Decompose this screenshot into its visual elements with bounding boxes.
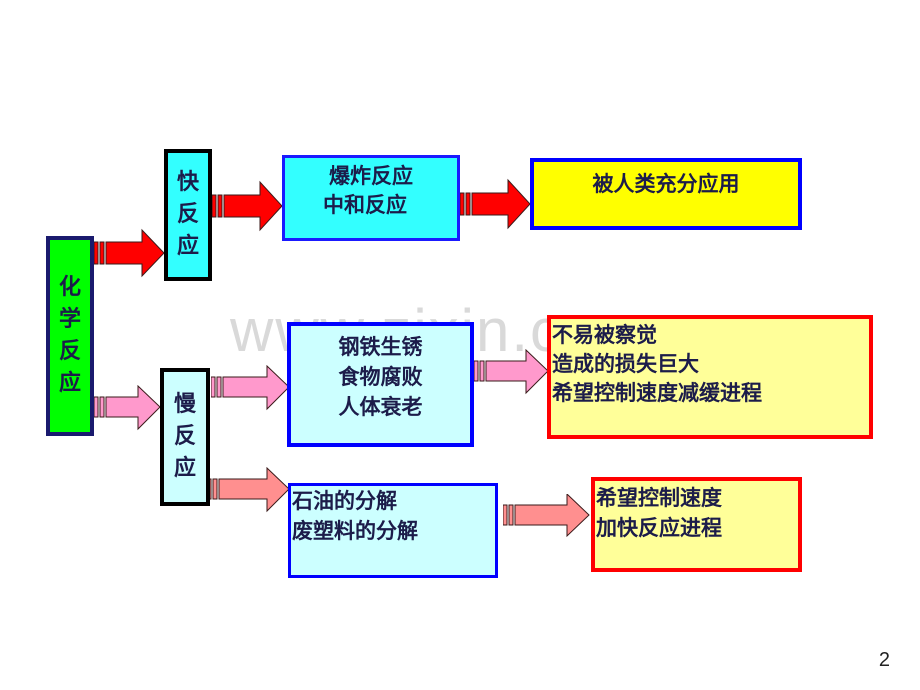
fast-example: 中和反应 bbox=[323, 193, 407, 217]
fast-char: 反 bbox=[176, 202, 199, 227]
arrow-root-to-slow bbox=[94, 385, 161, 431]
arrow-slow-to-examples-a bbox=[211, 365, 290, 411]
slow-outcome-a-text: 不易被察觉 bbox=[552, 323, 657, 347]
slow-char: 反 bbox=[173, 424, 196, 449]
slow-char: 慢 bbox=[173, 392, 196, 417]
root-char: 反 bbox=[58, 339, 81, 364]
slow-char: 应 bbox=[173, 456, 196, 481]
slow-outcome-b-text: 加快反应进程 bbox=[596, 516, 722, 540]
fast-outcome-text: 被人类充分应用 bbox=[592, 172, 740, 196]
fast-examples-box: 爆炸反应 中和反应 bbox=[282, 155, 460, 241]
slow-example-b: 废塑料的分解 bbox=[292, 519, 418, 543]
fast-example: 爆炸反应 bbox=[329, 164, 413, 188]
slow-example-a: 食物腐败 bbox=[338, 365, 423, 389]
root-char: 化 bbox=[58, 275, 81, 300]
slow-example-b: 石油的分解 bbox=[292, 489, 397, 513]
fast-char: 应 bbox=[176, 234, 199, 259]
page-number: 2 bbox=[878, 649, 890, 671]
slow-example-a: 人体衰老 bbox=[338, 395, 423, 419]
arrow-fast-examples-to-outcome bbox=[460, 178, 531, 230]
fast-char: 快 bbox=[176, 170, 199, 195]
root-node-chemical-reaction: 化 学 反 应 bbox=[46, 236, 94, 436]
slow-outcome-a-box: 不易被察觉 造成的损失巨大 希望控制速度减缓进程 bbox=[547, 315, 873, 439]
slow-example-a: 钢铁生锈 bbox=[338, 335, 423, 359]
arrow-root-to-fast bbox=[94, 228, 165, 278]
arrow-slow-to-examples-b bbox=[207, 467, 290, 513]
root-char: 学 bbox=[58, 307, 81, 332]
arrow-fast-to-examples bbox=[212, 180, 283, 232]
slow-examples-a-box: 钢铁生锈 食物腐败 人体衰老 bbox=[287, 322, 474, 447]
slow-reaction-node: 慢 反 应 bbox=[160, 368, 210, 506]
arrow-slow-examples-b-to-outcome bbox=[503, 494, 590, 538]
root-char: 应 bbox=[58, 371, 81, 396]
slow-outcome-a-text: 希望控制速度减缓进程 bbox=[552, 381, 762, 405]
slow-outcome-b-text: 希望控制速度 bbox=[596, 486, 722, 510]
fast-outcome-box: 被人类充分应用 bbox=[530, 158, 802, 230]
slow-outcome-b-box: 希望控制速度 加快反应进程 bbox=[591, 477, 802, 572]
slow-examples-b-box: 石油的分解 废塑料的分解 bbox=[288, 483, 498, 578]
slow-outcome-a-text: 造成的损失巨大 bbox=[552, 352, 699, 376]
arrow-slow-examples-a-to-outcome bbox=[474, 349, 549, 395]
fast-reaction-node: 快 反 应 bbox=[164, 149, 212, 281]
